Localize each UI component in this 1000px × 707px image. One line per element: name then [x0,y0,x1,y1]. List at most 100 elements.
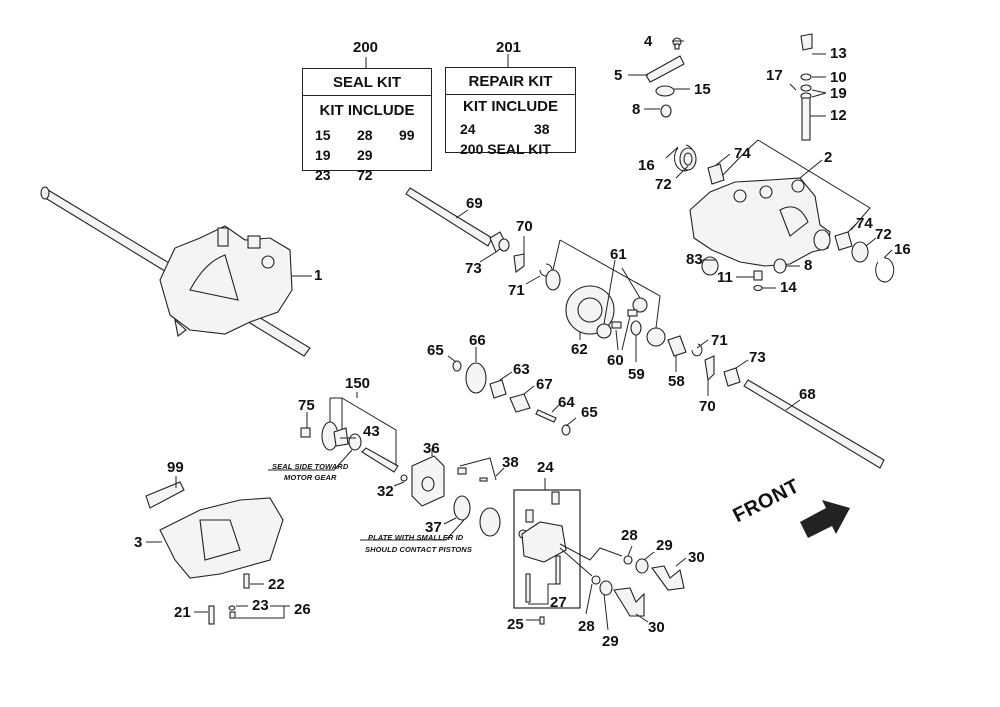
seal-kit-box: SEAL KIT KIT INCLUDE 15 28 99 19 29 23 7… [302,68,432,183]
callout-24: 24 [537,459,554,476]
callout-27: 27 [550,594,567,611]
parts-middle-shafts [405,187,885,469]
callout-28-lower: 28 [578,618,595,635]
leader-74-bracket [757,139,871,231]
callout-16-right: 16 [894,241,911,258]
callout-30-upper: 30 [688,549,705,566]
callout-74-top: 74 [734,145,751,162]
callout-68: 68 [799,386,816,403]
callout-4: 4 [644,33,653,50]
callout-26: 26 [294,601,311,618]
kit-item: 15 [315,127,331,143]
kit-item: 29 [357,147,373,163]
callout-10: 10 [830,69,847,86]
callout-37: 37 [425,519,442,536]
callout-65-right: 65 [581,404,598,421]
front-arrow-icon [800,500,850,538]
repair-kit-box: REPAIR KIT KIT INCLUDE 24 38 200 SEAL KI… [445,67,576,157]
callout-15: 15 [694,81,711,98]
callout-73-left: 73 [465,260,482,277]
callout-29-upper: 29 [656,537,673,554]
kit-item [399,147,429,163]
seal-kit-items: 15 28 99 19 29 23 72 [303,123,431,189]
callout-71-right: 71 [711,332,728,349]
callout-2: 2 [824,149,833,166]
callout-30-lower: 30 [648,619,665,636]
callout-66: 66 [469,332,486,349]
callout-72-right: 72 [875,226,892,243]
seal-kit-subtitle: KIT INCLUDE [319,102,415,119]
parts-top-right [645,33,895,292]
callout-201: 201 [496,39,522,56]
callout-12: 12 [830,107,847,124]
callout-70-top: 70 [516,218,533,235]
repair-kit-title: REPAIR KIT [446,68,575,95]
repair-kit-footer: 200 SEAL KIT [460,141,551,157]
callout-69: 69 [466,195,483,212]
kit-item: 99 [399,127,415,143]
callout-29-lower: 29 [602,633,619,650]
callout-150: 150 [345,375,371,392]
callout-200: 200 [353,39,379,56]
seal-kit-title: SEAL KIT [303,69,431,96]
callout-73-right: 73 [749,349,766,366]
kit-item: 24 [460,121,476,137]
callout-8-right: 8 [804,257,813,274]
note-plate-2: SHOULD CONTACT PISTONS [365,545,472,554]
callout-65-left: 65 [427,342,444,359]
callout-83: 83 [686,251,703,268]
callout-60: 60 [607,352,624,369]
callout-74-right: 74 [856,215,873,232]
callout-13: 13 [830,45,847,62]
callout-70-bottom: 70 [699,398,716,415]
callout-59: 59 [628,366,645,383]
callout-1: 1 [314,267,323,284]
leaders-top-right [628,40,893,289]
repair-kit-items: 24 38 [446,117,575,139]
callout-58: 58 [668,373,685,390]
callout-64: 64 [558,394,575,411]
leaders-150 [268,392,505,541]
callout-25: 25 [507,616,524,633]
callout-99: 99 [167,459,184,476]
callout-19: 19 [830,85,847,102]
callout-71-left: 71 [508,282,525,299]
callout-11: 11 [717,269,733,286]
callout-5: 5 [614,67,623,84]
note-seal-side-1: SEAL SIDE TOWARD [272,462,349,471]
callout-8-top: 8 [632,101,641,118]
callout-28-upper: 28 [621,527,638,544]
kit-item: 23 [315,167,331,183]
note-seal-side-2: MOTOR GEAR [284,473,337,482]
callout-75: 75 [298,397,315,414]
callout-23: 23 [252,597,269,614]
repair-kit-subtitle: KIT INCLUDE [463,98,558,115]
callout-32: 32 [377,483,394,500]
part-1-transaxle-assembly [40,186,311,357]
kit-item: 72 [357,167,373,183]
kit-item: 28 [357,127,373,143]
callout-22: 22 [268,576,285,593]
note-plate-1: PLATE WITH SMALLER ID [368,533,464,542]
callout-72-top: 72 [655,176,672,193]
leader-2 [799,159,823,179]
callout-36: 36 [423,440,440,457]
kit-item: 38 [534,121,550,137]
callout-43: 43 [363,423,380,440]
leaders-24 [526,478,687,631]
parts-bottom-left [145,481,284,625]
kit-item [399,167,429,183]
callout-17: 17 [766,67,783,84]
callout-62: 62 [571,341,588,358]
parts-24-valve [513,489,685,625]
part-2-housing [689,177,831,267]
callout-63: 63 [513,361,530,378]
callout-61: 61 [610,246,627,263]
callout-21: 21 [174,604,191,621]
kit-item: 19 [315,147,331,163]
callout-16-top: 16 [638,157,655,174]
leaders-middle [447,209,801,427]
callout-14: 14 [780,279,797,296]
callout-67: 67 [536,376,553,393]
